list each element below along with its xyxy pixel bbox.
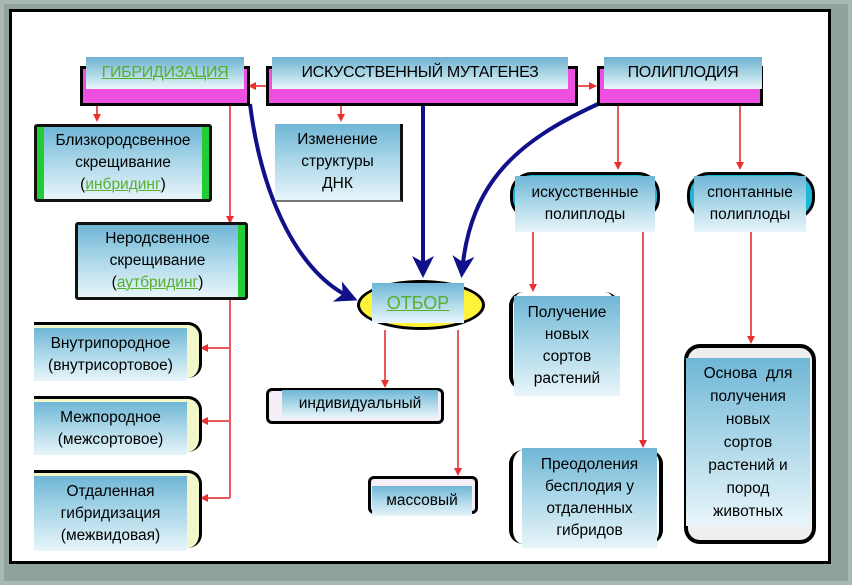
basis-box: Основа для получения новых сортов растен… (686, 358, 810, 526)
basis-line: получения (710, 387, 786, 405)
interbreed-face: Межпородное (межсортовое) (34, 402, 187, 455)
dna-line2: структуры (301, 153, 374, 170)
new-varieties-line: сортов (542, 348, 592, 365)
outbreeding-link[interactable]: аутбридинг (116, 274, 199, 291)
spontaneous-line2: полиплоды (709, 206, 791, 223)
hybridization-link[interactable]: ГИБРИДИЗАЦИЯ (101, 64, 229, 81)
basis-line: сортов (723, 433, 773, 451)
mutagenesis-header-label: ИСКУССТВЕННЫЙ МУТАГЕНЕЗ (272, 57, 568, 89)
interbreed-box: Межпородное (межсортовое) (34, 396, 202, 455)
new-varieties-line: Получение (527, 304, 607, 321)
individual-text: индивидуальный (298, 395, 422, 412)
mass-text: массовый (386, 492, 458, 509)
inbreeding-link[interactable]: инбридинг (85, 176, 161, 193)
inbreeding-line1: Близкородсвенное (55, 132, 191, 149)
hybridization-header-label[interactable]: ГИБРИДИЗАЦИЯ (86, 57, 244, 89)
intrabreed-line2: (внутрисортовое) (48, 356, 173, 374)
distant-line2: гибридизация (60, 504, 161, 522)
basis-line: Основа для (703, 364, 793, 382)
inbreeding-line3: (инбридинг) (80, 176, 166, 193)
basis-line: животных (713, 502, 783, 520)
dna-line3: ДНК (322, 175, 353, 192)
inbreeding-line2: скрещивание (75, 154, 171, 171)
distant-line1: Отдаленная (66, 482, 155, 500)
outbreeding-line2: скрещивание (109, 252, 206, 269)
distant-face: Отдаленная гибридизация (межвидовая) (34, 476, 187, 551)
artificial-polyploids-box: искусственные полиплоды (515, 176, 655, 232)
outbreeding-line1: Неродсвенное (105, 230, 210, 247)
artificial-line1: искусственные (531, 184, 639, 201)
sterility-line: бесплодия у (544, 478, 635, 495)
spontaneous-polyploids-box: спонтанные полиплоды (694, 176, 806, 232)
artificial-line2: полиплоды (544, 206, 626, 223)
outbreeding-line3: (аутбридинг) (111, 274, 204, 291)
sterility-box: Преодоления бесплодия у отдаленных гибри… (522, 448, 657, 548)
mutagenesis-text: ИСКУССТВЕННЫЙ МУТАГЕНЕЗ (301, 64, 539, 81)
inbreeding-box: Близкородсвенное скрещивание (инбридинг) (34, 124, 212, 202)
interbreed-line1: Межпородное (60, 408, 161, 426)
dna-line1: Изменение (297, 131, 378, 148)
distant-hybridization-box: Отдаленная гибридизация (межвидовая) (34, 470, 202, 551)
mass-box: массовый (372, 486, 472, 516)
intrabreed-box: Внутрипородное (внутрисортовое) (34, 322, 202, 381)
distant-line3: (межвидовая) (60, 526, 161, 544)
sterility-line: Преодоления (540, 456, 639, 473)
interbreed-line2: (межсортовое) (57, 430, 164, 448)
intrabreed-face: Внутрипородное (внутрисортовое) (34, 328, 187, 381)
sterility-line: гибридов (556, 522, 623, 539)
outbreeding-box: Неродсвенное скрещивание (аутбридинг) (75, 222, 248, 300)
selection-node[interactable]: ОТБОР (372, 283, 464, 323)
polyploidy-text: ПОЛИПЛОДИЯ (627, 64, 739, 81)
polyploidy-header-label: ПОЛИПЛОДИЯ (604, 57, 762, 89)
selection-link[interactable]: ОТБОР (386, 293, 450, 313)
new-varieties-line: растений (533, 370, 601, 387)
new-varieties-line: новых (544, 326, 590, 343)
basis-line: пород (726, 479, 770, 497)
dna-change-box: Изменение структуры ДНК (275, 124, 403, 202)
new-varieties-box: Получение новых сортов растений (514, 296, 620, 396)
intrabreed-line1: Внутрипородное (50, 334, 171, 352)
spontaneous-line1: спонтанные (707, 184, 793, 201)
individual-box: индивидуальный (282, 390, 438, 418)
basis-line: растений и (708, 456, 788, 474)
basis-line: новых (725, 410, 771, 428)
sterility-line: отдаленных (546, 500, 633, 517)
